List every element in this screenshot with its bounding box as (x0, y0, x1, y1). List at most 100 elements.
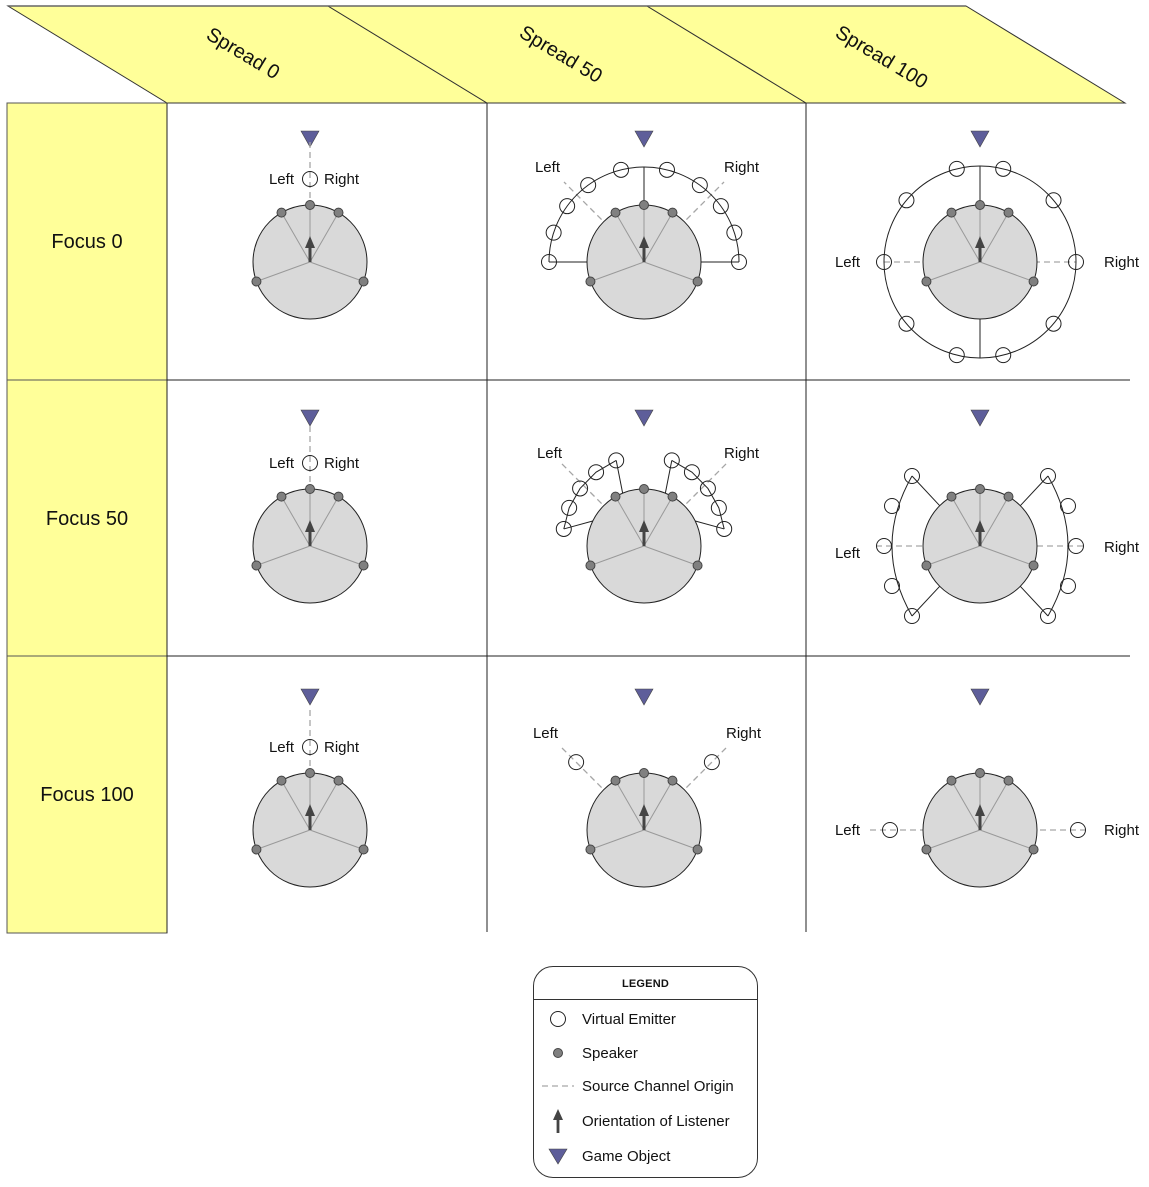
speaker-line (309, 829, 364, 850)
virtual-emitter-icon (904, 468, 920, 484)
channel-label-left: Left (269, 455, 295, 472)
virtual-emitter-icon (948, 347, 965, 364)
row-header-label: Focus 50 (46, 508, 128, 530)
game-object-icon (548, 1148, 568, 1165)
legend-item-speaker: Speaker (534, 1041, 757, 1065)
virtual-emitter-icon (884, 578, 900, 594)
speaker-icon (1028, 276, 1039, 287)
virtual-emitter-icon (545, 224, 562, 241)
game-object-icon (970, 130, 990, 148)
virtual-emitter-icon (663, 452, 680, 469)
speaker-line (615, 212, 645, 263)
channel-label-right: Right (724, 445, 760, 462)
channel-label-left: Left (835, 545, 861, 562)
legend-label: Speaker (582, 1044, 638, 1062)
speaker-line (615, 496, 645, 547)
speaker-line (926, 829, 981, 850)
game-object-icon (300, 130, 320, 148)
arrow-up-icon (553, 1109, 563, 1133)
speaker-icon (639, 768, 649, 778)
speaker-line (979, 829, 1034, 850)
speaker-icon (975, 768, 985, 778)
speaker-icon (639, 484, 649, 494)
channel-label-left: Left (535, 159, 561, 176)
game-object-icon (634, 130, 654, 148)
speaker-line (926, 261, 981, 282)
channel-label-right: Right (1104, 539, 1140, 556)
speaker-icon (276, 491, 287, 502)
virtual-emitter-icon (1068, 538, 1084, 554)
speaker-line (309, 212, 339, 263)
speaker-line (590, 545, 645, 566)
connector-line (695, 520, 725, 530)
virtual-emitter-icon (995, 347, 1012, 364)
orientation-arrow-icon (975, 804, 985, 816)
speaker-icon (1028, 560, 1039, 571)
virtual-emitter-icon (876, 254, 892, 270)
speaker-line (979, 212, 1009, 263)
channel-label-left: Left (533, 725, 559, 742)
legend-item-game-object: Game Object (534, 1144, 757, 1168)
speaker-icon (946, 491, 957, 502)
speaker-line (309, 545, 364, 566)
virtual-emitter-icon (580, 177, 597, 194)
virtual-emitter-icon (658, 161, 675, 178)
virtual-emitter-icon (712, 198, 729, 215)
speaker-line (643, 545, 698, 566)
legend-title: LEGEND (534, 967, 757, 1000)
virtual-emitter-icon (884, 498, 900, 514)
game-object-icon (634, 409, 654, 427)
speaker-icon (358, 276, 369, 287)
source-channel-line (643, 181, 725, 263)
speaker-icon (305, 768, 315, 778)
row-headers: Focus 0 Focus 50 Focus 100 (6, 102, 168, 934)
speaker-icon (1003, 491, 1014, 502)
speaker-icon (975, 484, 985, 494)
speaker-line (951, 212, 981, 263)
speaker-line (979, 496, 1009, 547)
speaker-line (951, 780, 981, 831)
speaker-icon (251, 844, 262, 855)
speaker-icon (1003, 775, 1014, 786)
game-object-icon (970, 409, 990, 427)
orientation-arrow-shaft (308, 812, 312, 830)
speaker-icon (610, 207, 621, 218)
channel-label-left: Left (269, 171, 295, 188)
orientation-arrow-shaft (978, 244, 982, 262)
virtual-emitter-icon (572, 480, 589, 497)
speaker-icon (333, 775, 344, 786)
virtual-emitter-icon (608, 452, 625, 469)
virtual-emitter-icon (555, 520, 572, 537)
speaker-icon (251, 276, 262, 287)
virtual-emitter-icon (568, 754, 585, 771)
virtual-emitter-icon (1045, 192, 1062, 209)
virtual-emitter-icon (904, 608, 920, 624)
speaker-icon (610, 491, 621, 502)
speaker-icon (1028, 844, 1039, 855)
virtual-emitter-icon (541, 254, 557, 270)
virtual-emitter-icon (302, 739, 318, 755)
speaker-icon (692, 844, 703, 855)
orientation-arrow-icon (305, 236, 315, 248)
legend-item-source-channel-origin: Source Channel Origin (534, 1074, 757, 1098)
virtual-emitter-icon (699, 480, 716, 497)
orientation-arrow-shaft (308, 244, 312, 262)
speaker-line (926, 545, 981, 566)
virtual-emitter-icon (882, 822, 898, 838)
legend-label: Game Object (582, 1147, 671, 1165)
speaker-line (281, 212, 311, 263)
speaker-icon (975, 200, 985, 210)
virtual-emitter-icon (876, 538, 892, 554)
channel-label-left: Left (269, 739, 295, 756)
speaker-icon (553, 1048, 563, 1058)
speaker-icon (585, 276, 596, 287)
speaker-line (615, 780, 645, 831)
emitter-arc (1047, 475, 1069, 617)
virtual-emitter-icon (302, 171, 318, 187)
virtual-emitter-icon (1070, 822, 1086, 838)
speaker-line (256, 261, 311, 282)
